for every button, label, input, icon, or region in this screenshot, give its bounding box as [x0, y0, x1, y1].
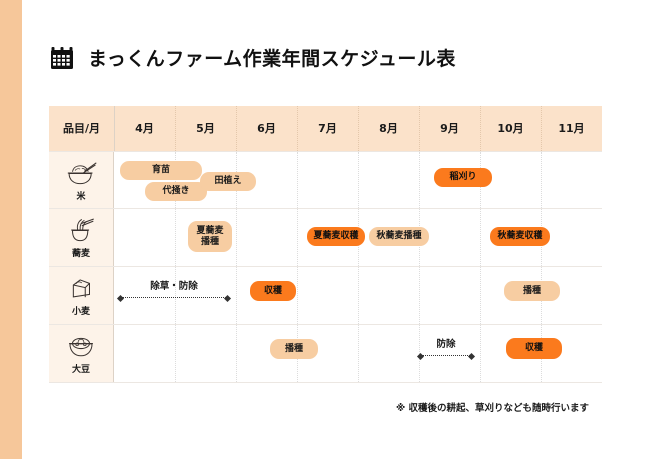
soybean-bowl-icon: [64, 332, 98, 360]
task-pill-wheat-shukaku[interactable]: 収穫: [250, 281, 296, 301]
range-cap-left-icon: [416, 352, 425, 360]
grid-line: [175, 325, 176, 382]
task-pill-natsu-soba-shukaku[interactable]: 夏蕎麦収穫: [307, 227, 365, 246]
task-pill-inekari[interactable]: 稲刈り: [434, 168, 492, 187]
grid-line: [236, 267, 237, 324]
row-lanes-soba: 夏蕎麦 播種 夏蕎麦収穫 秋蕎麦播種 秋蕎麦収穫: [114, 209, 602, 266]
row-header-soy: 大豆: [49, 325, 114, 382]
grid-line: [358, 325, 359, 382]
grid-line: [236, 325, 237, 382]
table-body: 米 育苗 代掻き 田植え 稲刈り: [49, 151, 602, 383]
row-label-soba: 蕎麦: [71, 249, 90, 259]
table-row: 小麦 除草・防除 収穫: [49, 267, 602, 325]
row-label-wheat: 小麦: [71, 307, 90, 317]
task-pill-aki-soba-shukaku[interactable]: 秋蕎麦収穫: [490, 227, 550, 246]
row-lanes-rice: 育苗 代掻き 田植え 稲刈り: [114, 152, 602, 208]
row-header-wheat: 小麦: [49, 267, 114, 324]
page-title: まっくんファーム作業年間スケジュール表: [88, 48, 456, 70]
soba-noodle-icon: [64, 216, 98, 244]
table-row: 米 育苗 代掻き 田植え 稲刈り: [49, 151, 602, 209]
header-cell-month-10: 10月: [480, 106, 541, 151]
dotted-range-line: [122, 297, 226, 298]
task-span-label: 除草・防除: [150, 281, 198, 292]
schedule-table: 品目/月 4月 5月 6月 7月 8月 9月 10月 11月: [49, 106, 602, 383]
dotted-range-line: [422, 355, 470, 356]
row-header-rice: 米: [49, 152, 114, 208]
row-lanes-soy: 播種 防除 収穫: [114, 325, 602, 382]
row-lanes-wheat: 除草・防除 収穫 播種: [114, 267, 602, 324]
left-decorative-band: [0, 0, 22, 459]
task-pill-line-2: 播種: [200, 236, 219, 247]
header-cell-month-6: 6月: [236, 106, 297, 151]
grid-line: [419, 267, 420, 324]
header-cell-month-7: 7月: [297, 106, 358, 151]
header-cell-item: 品目/月: [62, 122, 101, 135]
task-pill-natsu-soba-hashu[interactable]: 夏蕎麦 播種: [188, 221, 232, 252]
row-label-rice: 米: [76, 191, 86, 202]
grid-line: [175, 209, 176, 266]
row-header-soba: 蕎麦: [49, 209, 114, 266]
grid-line: [541, 152, 542, 208]
header-cell-month-8: 8月: [358, 106, 419, 151]
task-pill-soy-hashu[interactable]: 播種: [270, 339, 318, 359]
grid-line: [175, 152, 176, 208]
footnote-text: ※ 収穫後の耕起、草刈りなども随時行います: [396, 403, 590, 414]
page-title-row: まっくんファーム作業年間スケジュール表: [50, 44, 456, 71]
task-span-soy-bojo[interactable]: 防除: [416, 333, 476, 360]
task-span-josou-bojo[interactable]: 除草・防除: [116, 275, 232, 302]
header-cell-month-9: 9月: [419, 106, 480, 151]
range-cap-right-icon: [467, 352, 476, 360]
grid-line: [236, 209, 237, 266]
rice-bowl-icon: [64, 159, 98, 187]
task-pill-aki-soba-hashu[interactable]: 秋蕎麦播種: [369, 227, 429, 246]
grid-line: [358, 267, 359, 324]
grid-line: [297, 267, 298, 324]
calendar-icon: [50, 46, 74, 70]
grid-line: [480, 267, 481, 324]
task-pill-wheat-hashu[interactable]: 播種: [504, 281, 560, 301]
header-cell-month-5: 5月: [175, 106, 236, 151]
task-pill-taue[interactable]: 田植え: [200, 172, 256, 191]
range-cap-right-icon: [223, 294, 232, 302]
grid-line: [297, 209, 298, 266]
table-row: 蕎麦 夏蕎麦 播種 夏蕎麦収穫 秋蕎麦播種 秋蕎麦収穫: [49, 209, 602, 267]
task-span-label: 防除: [436, 339, 456, 350]
header-cell-month-4: 4月: [114, 106, 175, 151]
header-cell-month-11: 11月: [541, 106, 602, 151]
task-pill-line-1: 夏蕎麦: [196, 226, 224, 237]
table-header-row: 品目/月 4月 5月 6月 7月 8月 9月 10月 11月: [49, 106, 602, 151]
task-pill-ikubyo[interactable]: 育苗: [120, 161, 202, 180]
grid-line: [480, 209, 481, 266]
grid-line: [419, 152, 420, 208]
task-pill-shirokaki[interactable]: 代掻き: [145, 182, 207, 201]
grid-line: [175, 267, 176, 324]
grid-line: [480, 325, 481, 382]
table-row: 大豆 播種 防除 収穫: [49, 325, 602, 383]
bread-loaf-icon: [64, 274, 98, 302]
task-pill-soy-shukaku[interactable]: 収穫: [506, 338, 562, 359]
grid-line: [358, 152, 359, 208]
row-label-soy: 大豆: [71, 365, 90, 375]
grid-line: [297, 152, 298, 208]
range-cap-left-icon: [116, 294, 125, 302]
